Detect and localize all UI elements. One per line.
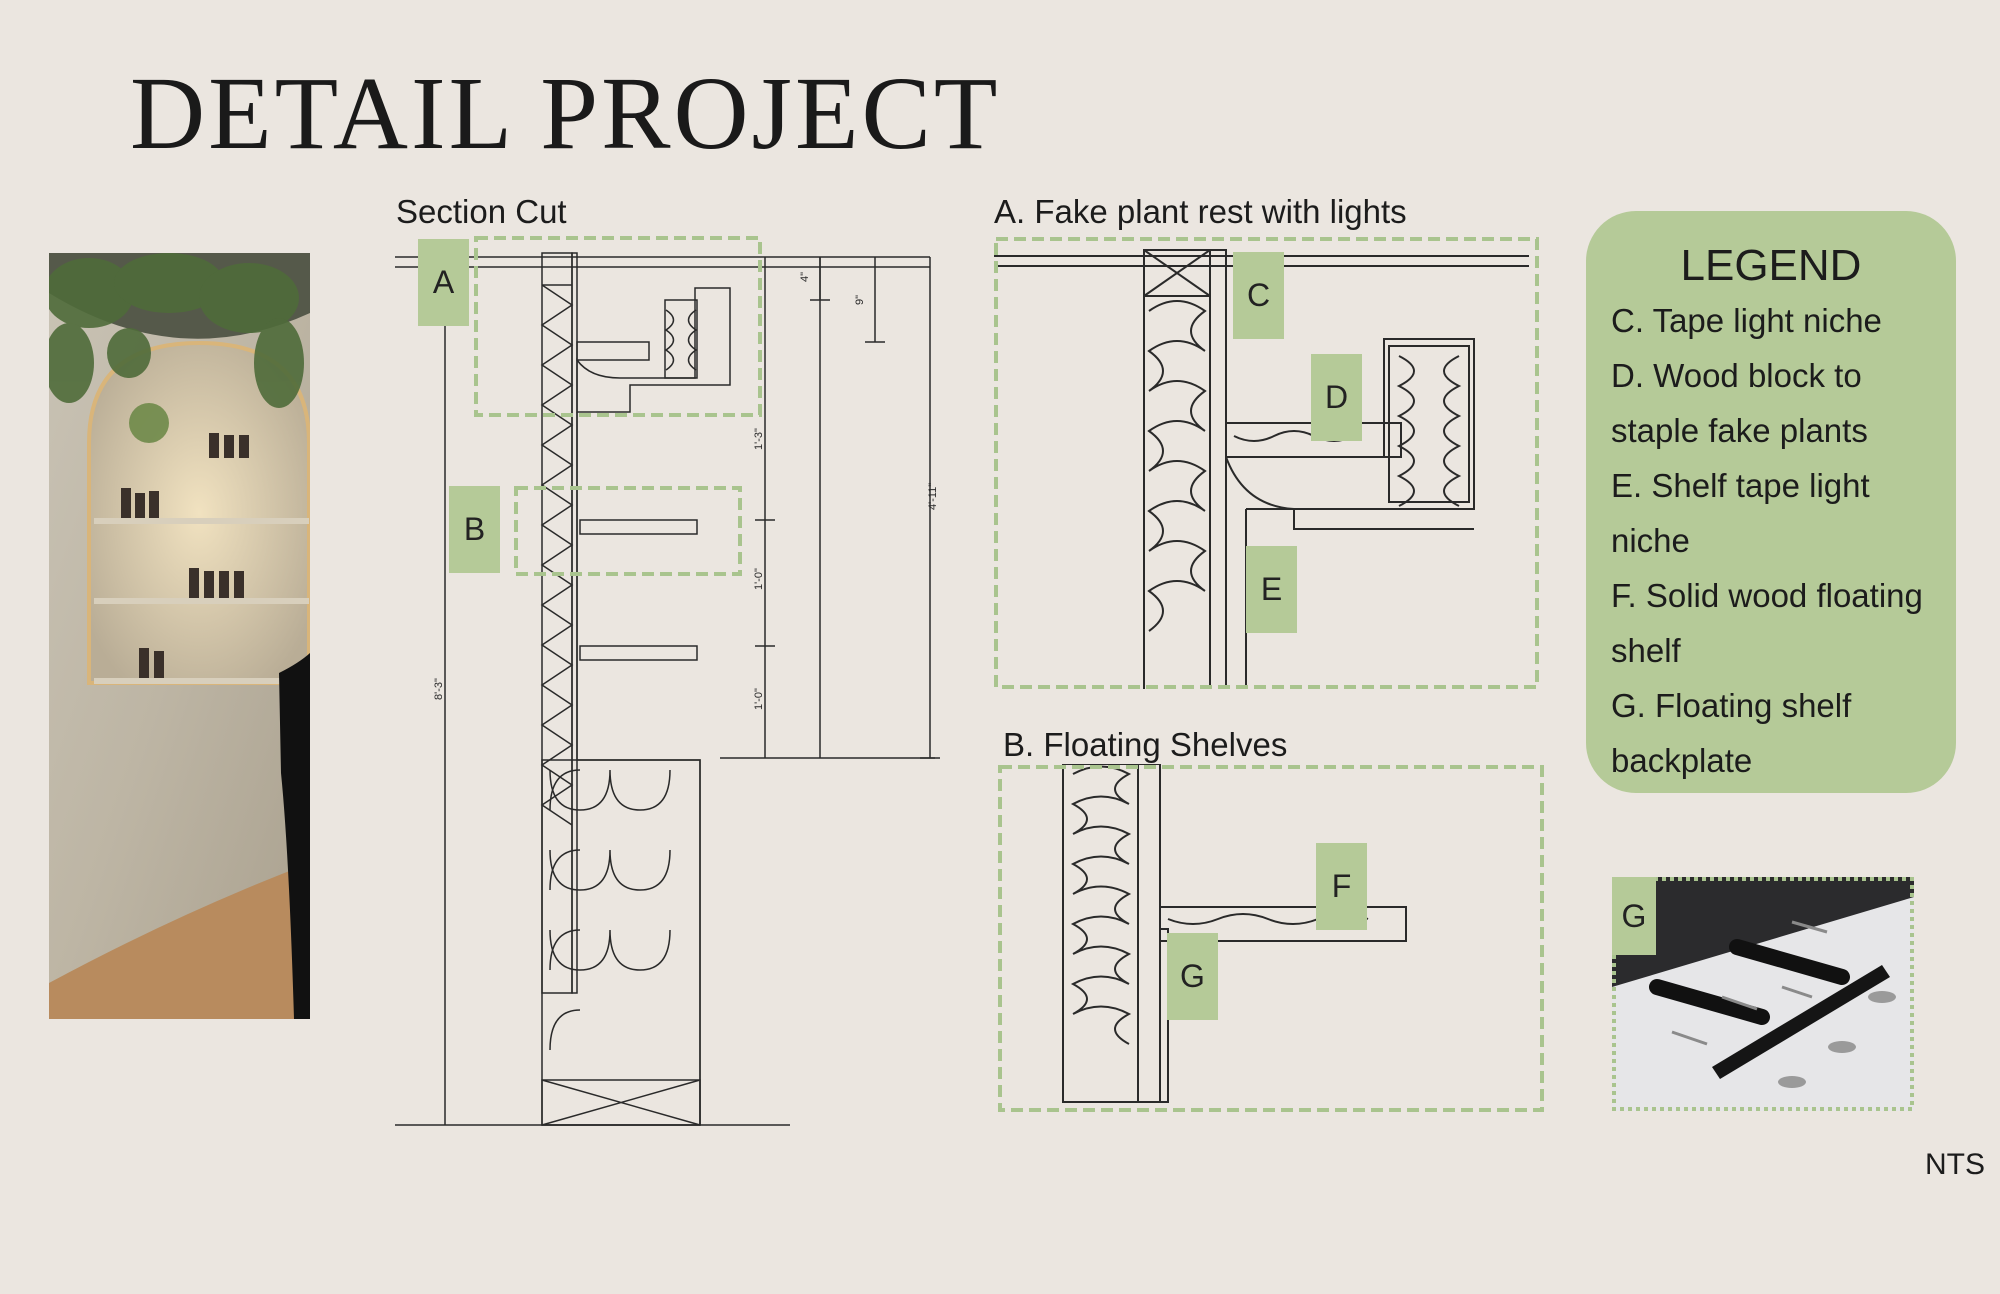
detail-b-drawing (998, 764, 1544, 1112)
detail-a-caption: A. Fake plant rest with lights (994, 193, 1407, 230)
dim-label: 8'-3" (433, 678, 445, 700)
backplate-bracket-image (1612, 877, 1914, 1111)
dim-label: 1'-3" (753, 428, 765, 450)
dim-label: 4" (799, 272, 811, 282)
tag-g-photo: G (1612, 877, 1656, 955)
legend-list: C. Tape light niche D. Wood block to sta… (1611, 293, 1931, 788)
legend-item: F. Solid wood floating shelf (1611, 577, 1923, 669)
tag-c: C (1233, 252, 1284, 339)
dim-label: 1'-0" (753, 688, 765, 710)
legend-item: D. Wood block to staple fake plants (1611, 357, 1868, 449)
legend-title: LEGEND (1680, 241, 1862, 290)
dim-label: 9" (854, 295, 866, 305)
tag-a: A (418, 239, 469, 326)
page-title: DETAIL PROJECT (130, 56, 1001, 171)
legend-panel: LEGEND C. Tape light niche D. Wood block… (1586, 211, 1956, 793)
scale-note: NTS (1925, 1148, 1985, 1181)
wall-rendering-image (49, 253, 310, 1019)
tag-d: D (1311, 354, 1362, 441)
section-cut-drawing: 4" 9" 1'-3" 1'-0" 1'-0" 4'-11" 8'-3" (390, 230, 950, 1150)
tag-e: E (1246, 546, 1297, 633)
legend-item: E. Shelf tape light niche (1611, 467, 1870, 559)
tag-f: F (1316, 843, 1367, 930)
legend-item: G. Floating shelf backplate (1611, 687, 1852, 779)
tag-b: B (449, 486, 500, 573)
dim-label: 4'-11" (927, 483, 939, 510)
detail-b-caption: B. Floating Shelves (1003, 726, 1288, 763)
section-cut-caption: Section Cut (396, 193, 567, 230)
tag-g: G (1167, 933, 1218, 1020)
legend-item: C. Tape light niche (1611, 302, 1882, 339)
dim-label: 1'-0" (753, 568, 765, 590)
